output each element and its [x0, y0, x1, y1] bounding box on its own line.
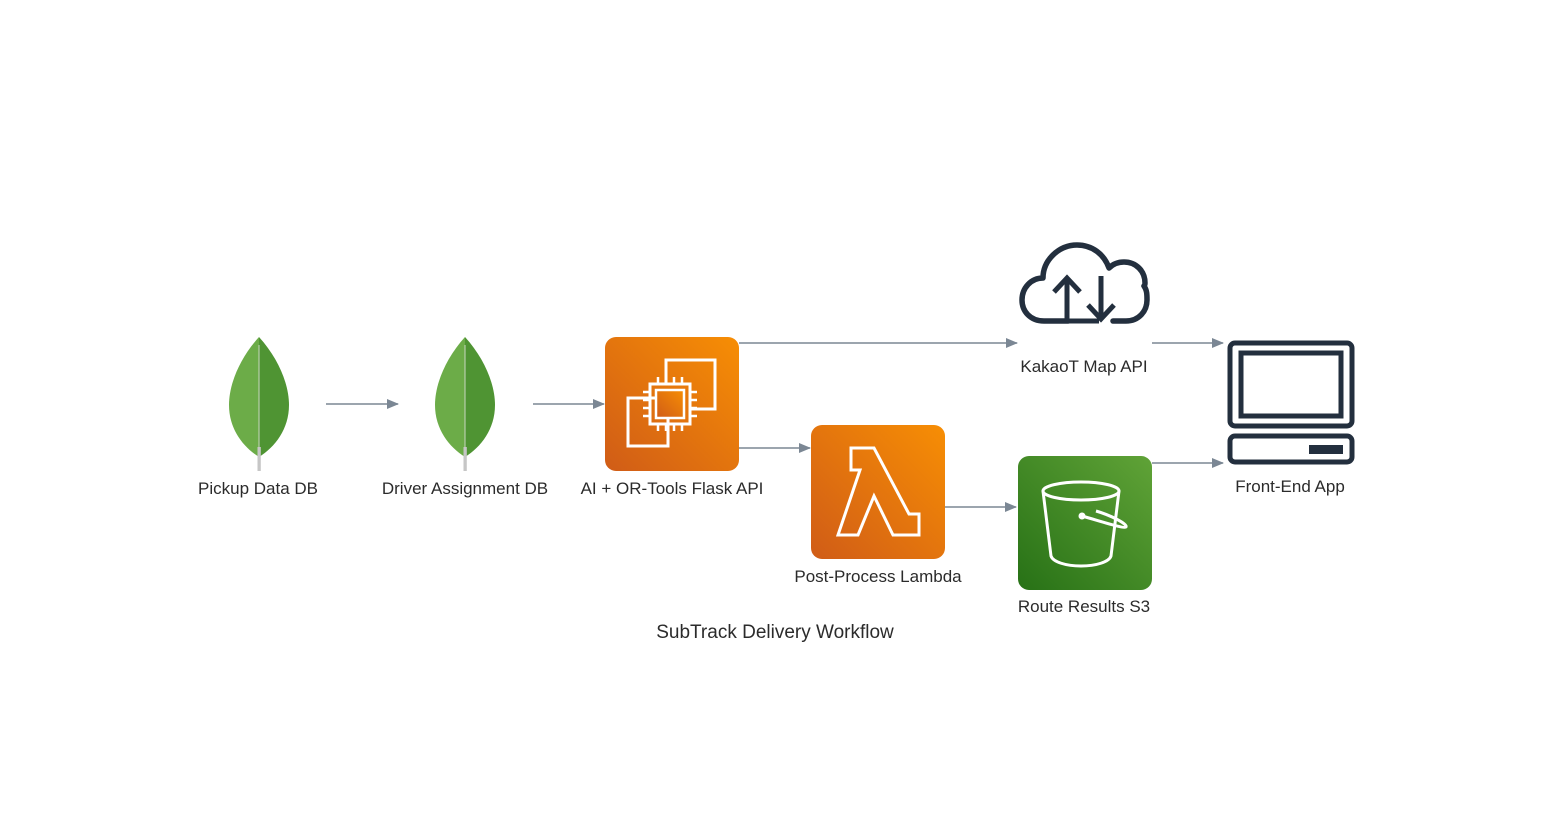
node-label-pickup-data-db: Pickup Data DB: [198, 479, 318, 498]
node-label-front-end-app: Front-End App: [1235, 477, 1345, 496]
node-pickup-data-db[interactable]: Pickup Data DB: [198, 337, 318, 498]
cloud-transfer-icon: [1019, 242, 1150, 324]
desktop-computer-icon: [1227, 340, 1355, 465]
node-flask-api[interactable]: AI + OR-Tools Flask API: [581, 337, 764, 498]
mongodb-leaf-icon: [435, 337, 495, 471]
node-label-kakaot-map-api: KakaoT Map API: [1020, 357, 1147, 376]
node-label-driver-assignment-db: Driver Assignment DB: [382, 479, 548, 498]
ec2-chip-icon: [605, 337, 739, 471]
node-label-post-process-lambda: Post-Process Lambda: [794, 567, 962, 586]
diagram-title: SubTrack Delivery Workflow: [656, 622, 894, 643]
node-kakaot-map-api[interactable]: KakaoT Map API: [1019, 242, 1150, 376]
node-front-end-app[interactable]: Front-End App: [1227, 340, 1355, 496]
node-route-results-s3[interactable]: Route Results S3: [1018, 456, 1152, 616]
s3-bucket-icon: [1018, 456, 1152, 590]
node-label-flask-api: AI + OR-Tools Flask API: [581, 479, 764, 498]
edges: [326, 338, 1224, 512]
node-driver-assignment-db[interactable]: Driver Assignment DB: [382, 337, 548, 498]
node-post-process-lambda[interactable]: Post-Process Lambda: [794, 425, 962, 586]
node-label-route-results-s3: Route Results S3: [1018, 597, 1150, 616]
mongodb-leaf-icon: [229, 337, 289, 471]
lambda-icon: [811, 425, 945, 559]
